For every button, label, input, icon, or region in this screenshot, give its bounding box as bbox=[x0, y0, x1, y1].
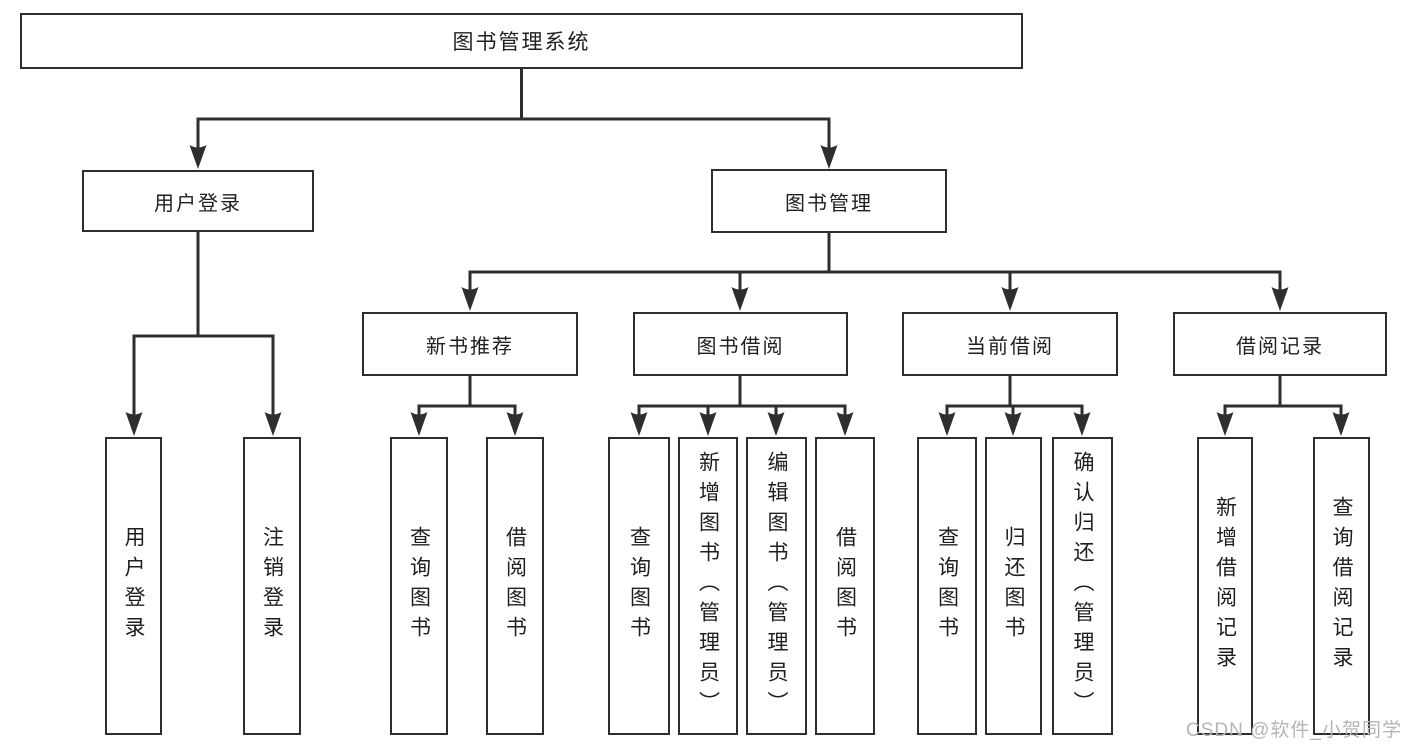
node-label: 借阅记录 bbox=[1236, 335, 1324, 358]
leaf-borrow-books-recommend: 借阅图书 bbox=[486, 437, 544, 735]
csdn-watermark: CSDN @软件_小贺同学 bbox=[1186, 720, 1402, 741]
node-label: 查询借阅记录 bbox=[1330, 496, 1353, 676]
connector-current-borrow-to-children bbox=[945, 376, 1084, 418]
leaf-confirm-return-admin: 确认归还（管理员） bbox=[1052, 437, 1113, 735]
node-label: 用户登录 bbox=[154, 192, 242, 215]
node-label: 新书推荐 bbox=[426, 335, 514, 358]
node-label: 用户登录 bbox=[122, 526, 145, 646]
node-label: 借阅图书 bbox=[833, 526, 857, 646]
connector-book-mgmt-to-level3 bbox=[468, 233, 1282, 293]
leaf-query-borrow-record: 查询借阅记录 bbox=[1313, 437, 1370, 735]
arrowhead bbox=[189, 145, 207, 169]
connector-borrow-records-to-children bbox=[1223, 376, 1343, 418]
node-label: 确认归还（管理员） bbox=[1071, 451, 1094, 721]
leaf-user-login: 用户登录 bbox=[105, 437, 162, 735]
arrowhead bbox=[410, 412, 428, 436]
leaf-edit-book-admin: 编辑图书（管理员） bbox=[746, 437, 807, 735]
arrowhead bbox=[1216, 412, 1234, 436]
arrowhead bbox=[836, 412, 854, 436]
arrowhead bbox=[461, 287, 479, 311]
arrowhead bbox=[1001, 287, 1019, 311]
arrowhead bbox=[820, 145, 838, 169]
connector-book-borrow-to-children bbox=[637, 376, 847, 418]
node-label: 图书管理系统 bbox=[452, 31, 591, 54]
arrowhead bbox=[699, 412, 717, 436]
arrowhead bbox=[1332, 412, 1350, 436]
arrowhead bbox=[1271, 287, 1289, 311]
arrowhead bbox=[125, 412, 143, 436]
arrowhead bbox=[506, 412, 524, 436]
node-label: 查询图书 bbox=[407, 526, 431, 646]
node-new-book-recommend: 新书推荐 bbox=[362, 312, 578, 376]
arrowhead bbox=[264, 412, 282, 436]
node-label: 借阅图书 bbox=[503, 526, 527, 646]
node-user-login: 用户登录 bbox=[82, 170, 314, 232]
arrowhead bbox=[1073, 412, 1091, 436]
arrowhead bbox=[731, 287, 749, 311]
leaf-add-borrow-record: 新增借阅记录 bbox=[1197, 437, 1253, 735]
arrowhead bbox=[767, 412, 785, 436]
leaf-query-books-current: 查询图书 bbox=[917, 437, 977, 735]
leaf-add-book-admin: 新增图书（管理员） bbox=[678, 437, 738, 735]
node-label: 注销登录 bbox=[260, 526, 284, 646]
arrowhead bbox=[1004, 412, 1022, 436]
node-label: 图书借阅 bbox=[696, 335, 785, 358]
connector-root-to-level2 bbox=[196, 69, 831, 150]
leaf-query-books-borrow: 查询图书 bbox=[608, 437, 670, 735]
leaf-return-books: 归还图书 bbox=[985, 437, 1042, 735]
leaf-query-books-recommend: 查询图书 bbox=[390, 437, 448, 735]
node-current-borrow: 当前借阅 bbox=[902, 312, 1118, 376]
node-label: 查询图书 bbox=[627, 526, 651, 646]
node-label: 当前借阅 bbox=[966, 335, 1054, 358]
connector-user-login-to-children bbox=[132, 232, 275, 418]
node-root: 图书管理系统 bbox=[20, 13, 1023, 69]
arrowhead bbox=[938, 412, 956, 436]
node-label: 查询图书 bbox=[935, 526, 959, 646]
node-label: 新增图书（管理员） bbox=[696, 451, 720, 721]
node-book-management: 图书管理 bbox=[711, 169, 947, 233]
connector-new-book-rec-to-children bbox=[417, 376, 517, 418]
node-label: 归还图书 bbox=[1002, 526, 1025, 646]
node-label: 图书管理 bbox=[785, 192, 873, 215]
node-label: 新增借阅记录 bbox=[1213, 496, 1237, 676]
node-label: 编辑图书（管理员） bbox=[765, 451, 788, 721]
leaf-borrow-books: 借阅图书 bbox=[815, 437, 875, 735]
node-book-borrow: 图书借阅 bbox=[633, 312, 848, 376]
arrowhead bbox=[630, 412, 648, 436]
node-borrow-records: 借阅记录 bbox=[1173, 312, 1387, 376]
leaf-logout: 注销登录 bbox=[243, 437, 301, 735]
